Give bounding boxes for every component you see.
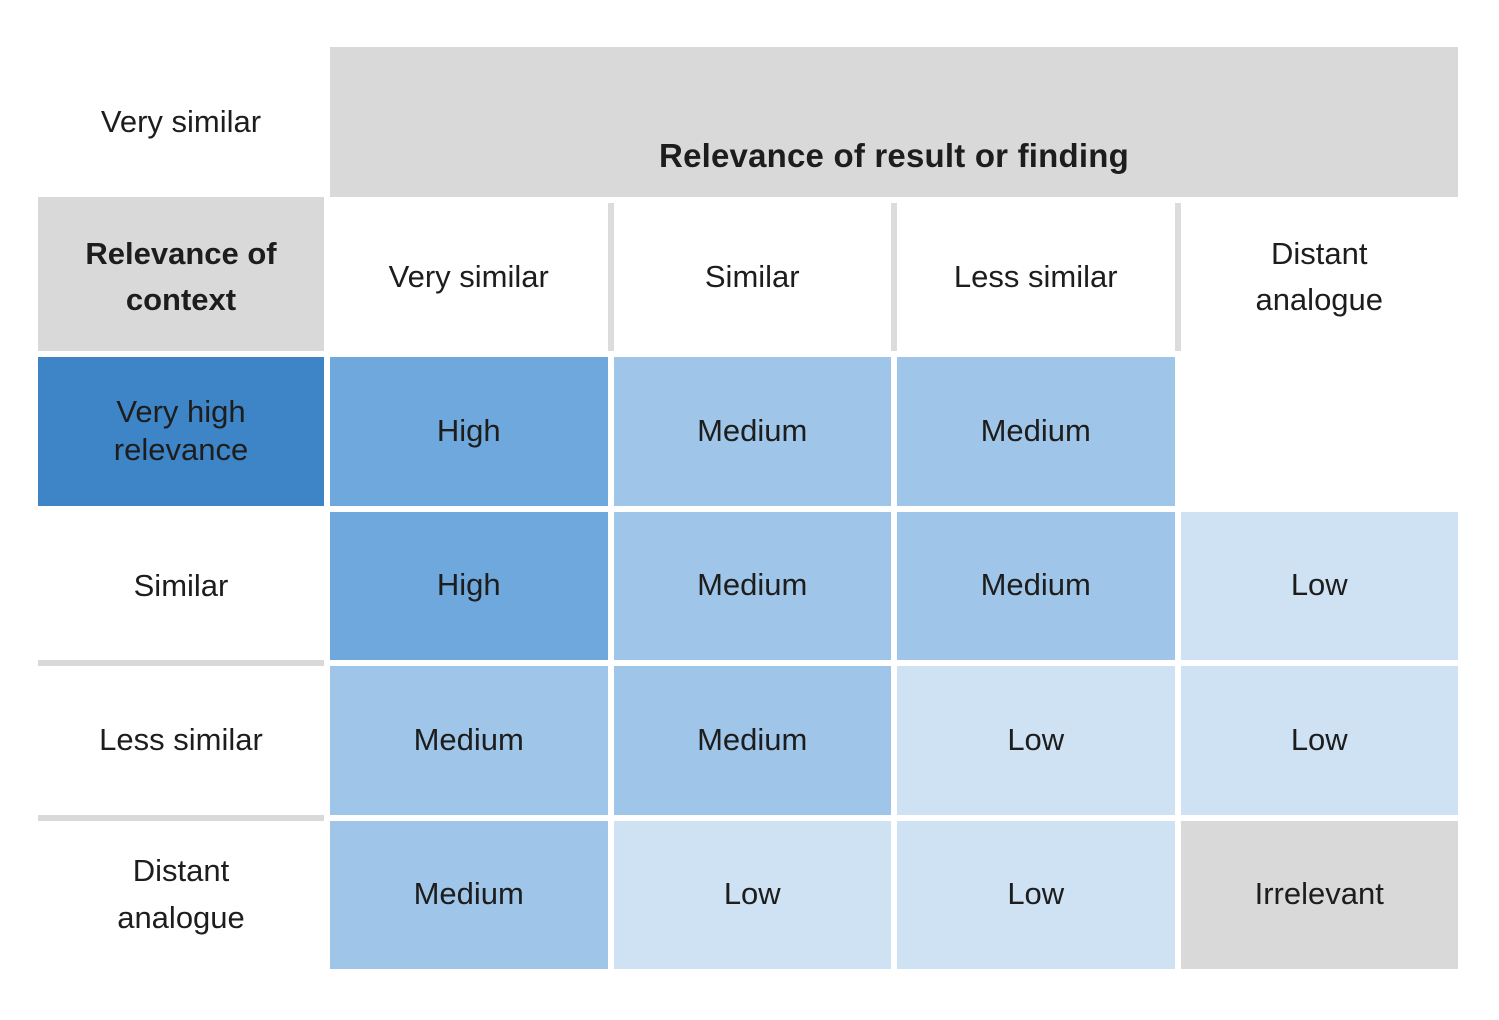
column-header-similar: Similar <box>613 203 897 351</box>
column-header-very-similar: Very similar <box>330 203 613 351</box>
row-header-very-similar: Very similar <box>38 47 324 203</box>
matrix-cell: Low <box>897 666 1175 815</box>
matrix-cell: Low <box>613 820 891 969</box>
row-axis-title: Relevance of context <box>38 203 324 351</box>
matrix-cell: Very high relevance <box>38 357 324 506</box>
column-axis-title: Relevance of result or finding <box>330 47 1458 197</box>
row-header-similar: Similar <box>38 511 324 666</box>
column-header-less-similar: Less similar <box>897 203 1180 351</box>
relevance-matrix: Relevance of result or finding Relevance… <box>38 47 1458 969</box>
matrix-cell: Medium <box>613 357 891 506</box>
matrix-cell: Medium <box>613 511 891 660</box>
matrix-cell: Irrelevant <box>1180 820 1458 969</box>
row-header-less-similar: Less similar <box>38 666 324 820</box>
matrix-cell: Medium <box>613 666 891 815</box>
matrix-cell: Low <box>897 820 1175 969</box>
matrix-cell: Medium <box>897 357 1175 506</box>
matrix-cell: Medium <box>897 511 1175 660</box>
matrix-cell: High <box>330 357 608 506</box>
row-header-distant-analogue: Distant analogue <box>38 820 324 969</box>
column-header-distant-analogue: Distant analogue <box>1180 203 1458 351</box>
matrix-cell: High <box>330 511 608 660</box>
matrix-cell: Low <box>1180 666 1458 815</box>
matrix-cell: Low <box>1180 511 1458 660</box>
matrix-cell: Medium <box>330 666 608 815</box>
matrix-cell: Medium <box>330 820 608 969</box>
